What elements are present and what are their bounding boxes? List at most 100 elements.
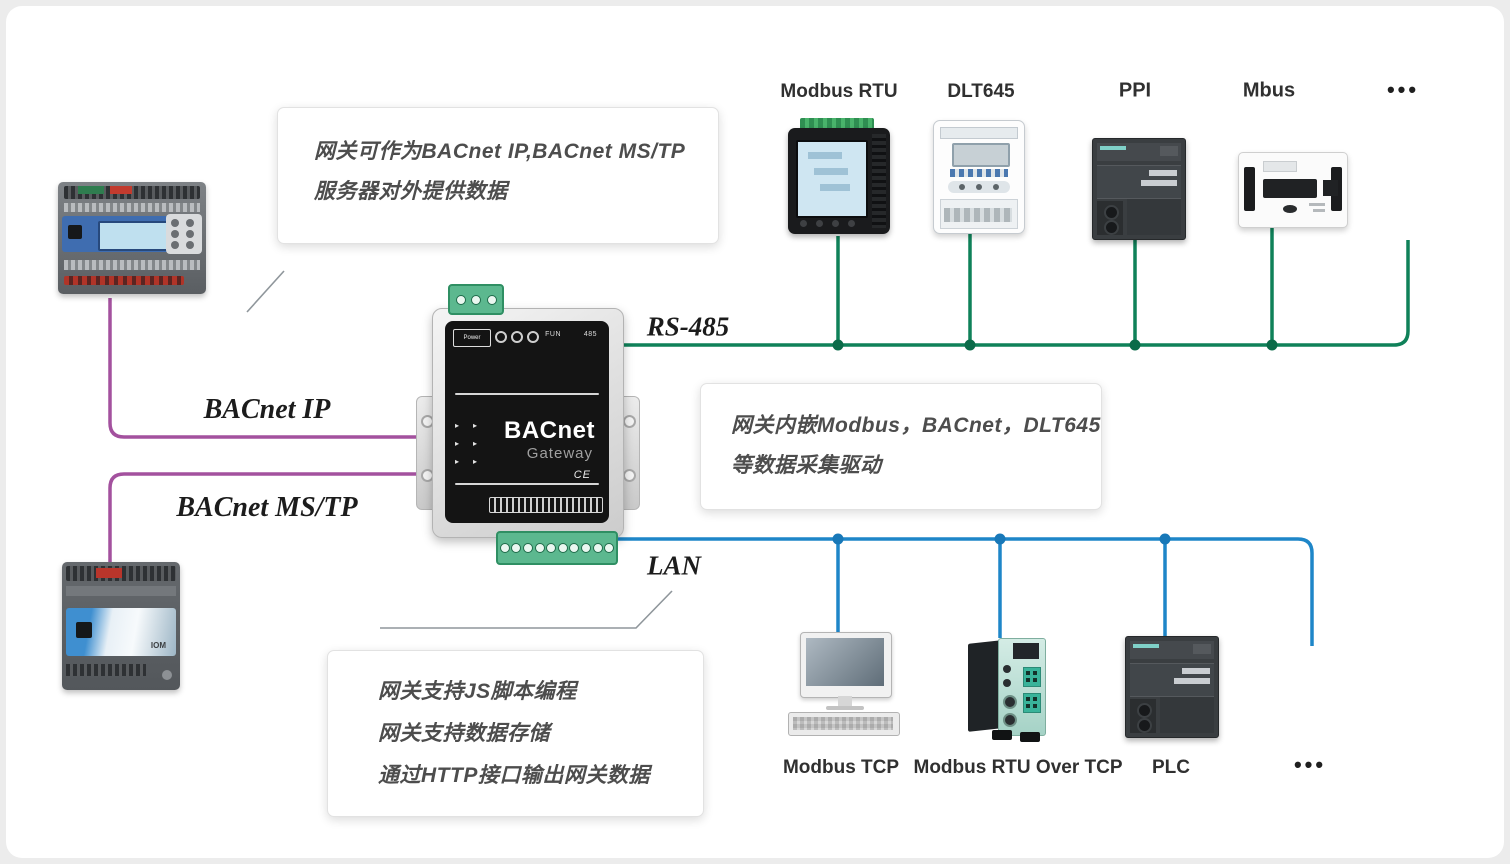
- ring-icon: [495, 331, 507, 343]
- bacnet-mstp-line: [108, 472, 432, 562]
- monitor-screen: [806, 638, 884, 686]
- ce-mark: CE: [573, 469, 591, 481]
- brand-mark: [1100, 146, 1126, 150]
- brand-mark: [1133, 644, 1159, 648]
- server-side-panel: [968, 640, 1002, 732]
- plc-device-bottom: [1125, 636, 1219, 738]
- callout-text: 通过HTTP接口输出网关数据: [378, 764, 650, 787]
- keypad: [166, 214, 202, 254]
- keypad-button: [185, 230, 194, 238]
- terminal-row-red: [64, 276, 184, 285]
- label-strip: [1149, 170, 1177, 176]
- rs485-junction-dot: [832, 339, 844, 351]
- monitor-stand: [838, 696, 852, 706]
- comm-port: [68, 225, 82, 239]
- iom-swoosh-band: IOM: [66, 608, 176, 656]
- rs485-junction-dot: [1266, 339, 1278, 351]
- gateway-bottom-terminal-block: [496, 531, 618, 565]
- gateway-top-terminal-block: [448, 284, 504, 315]
- meter-side-fins: [872, 134, 886, 228]
- callout-text: 网关支持数据存储: [378, 722, 550, 745]
- faceplate-divider: [455, 483, 599, 485]
- port-connector: [1137, 703, 1152, 718]
- iom-text: IOM: [150, 641, 166, 650]
- modbus-tcp-label: Modbus TCP: [782, 757, 900, 778]
- serial-device-server: [968, 636, 1048, 742]
- terminal-strip: [944, 208, 1012, 222]
- keyboard-keys: [793, 717, 893, 730]
- lcd-screen: [98, 221, 168, 251]
- pin: [1033, 704, 1037, 708]
- lan-junction-dot: [832, 533, 844, 545]
- bacnet-gateway-device: Power FUN 485 ▸▸ ▸▸ ▸▸ BACnet Gateway CE: [432, 308, 624, 538]
- led-icon: ▸: [455, 439, 460, 448]
- lan-label: LAN: [647, 550, 701, 581]
- lcd-digits: [820, 184, 850, 191]
- comm-port: [76, 622, 92, 638]
- meter-button: [959, 184, 965, 190]
- keypad-button: [185, 219, 194, 227]
- more-devices-bottom-ellipsis: •••: [1293, 752, 1327, 777]
- port-connector: [1003, 665, 1011, 673]
- label-strip: [1141, 180, 1177, 186]
- callout-bacnet-server: 网关可作为BACnet IP,BACnet MS/TP 服务器对外提供数据: [277, 107, 719, 244]
- meter-button-row: [948, 181, 1010, 193]
- terminal-hole: [592, 543, 603, 553]
- gateway-connector-strip: [489, 497, 603, 513]
- lcd-digits: [814, 168, 848, 175]
- terminal-block-green: [1023, 693, 1041, 713]
- mbus-device: [1238, 152, 1348, 228]
- mounting-hole: [623, 415, 636, 428]
- more-devices-top-ellipsis: •••: [1386, 77, 1420, 102]
- terminal-hole: [581, 543, 591, 553]
- callout-text: 网关支持JS脚本编程: [378, 680, 577, 703]
- port-connector: [1104, 205, 1119, 220]
- terminal-block-green: [1023, 667, 1041, 687]
- port-connector: [1137, 718, 1152, 733]
- red-chip: [96, 568, 122, 578]
- callout-features: 网关支持JS脚本编程 网关支持数据存储 通过HTTP接口输出网关数据: [327, 650, 704, 817]
- plc-mid-panel: [1097, 165, 1181, 199]
- bacnet-ip-line: [108, 298, 432, 439]
- display-window: [1263, 179, 1317, 198]
- modbus-rtu-label: Modbus RTU: [780, 81, 898, 102]
- meter-blue-row: [950, 169, 1008, 177]
- plc-port-block: [1097, 201, 1123, 235]
- gateway-faceplate: Power FUN 485 ▸▸ ▸▸ ▸▸ BACnet Gateway CE: [445, 321, 609, 523]
- pin: [1026, 671, 1030, 675]
- mbus-label: Mbus: [1242, 79, 1296, 102]
- meter-button: [976, 184, 982, 190]
- pin: [1026, 697, 1030, 701]
- bacnet-ip-label: BACnet IP: [203, 394, 331, 425]
- led-icon: ▸: [455, 457, 460, 466]
- keypad-button: [170, 241, 179, 249]
- gateway-fun-label: FUN: [545, 331, 561, 338]
- dlt645-label: DLT645: [947, 81, 1015, 102]
- plc-door: [1127, 199, 1181, 235]
- gateway-model-text: Gateway: [526, 445, 593, 462]
- energy-meter-device: [933, 120, 1025, 234]
- keypad-button: [170, 219, 179, 227]
- pin: [1026, 678, 1030, 682]
- plc-door: [1160, 697, 1214, 733]
- gateway-power-label: Power: [453, 329, 491, 347]
- bacnet-mstp-label: BACnet MS/TP: [176, 492, 358, 523]
- terminal-hole: [569, 543, 580, 553]
- text-line: [1309, 203, 1325, 206]
- rs485-junction-dot: [964, 339, 976, 351]
- lan-bus-line: [558, 537, 1314, 646]
- port-connector: [1003, 679, 1011, 687]
- keypad-button: [185, 241, 194, 249]
- rs485-bus-line: [620, 240, 1410, 347]
- monitor-base: [826, 706, 864, 710]
- terminal-hole: [486, 294, 497, 305]
- modbus-rtu-over-tcp-label: Modbus RTU Over TCP: [913, 757, 1123, 778]
- meter-lcd-screen: [952, 143, 1010, 167]
- device-foot: [992, 730, 1012, 740]
- gateway-brand-text: BACnet: [504, 417, 595, 444]
- callout-text: 服务器对外提供数据: [314, 180, 508, 203]
- screw-icon: [162, 670, 172, 680]
- pin: [1033, 697, 1037, 701]
- meter-button: [832, 220, 839, 227]
- gateway-port-label: 485: [583, 331, 597, 338]
